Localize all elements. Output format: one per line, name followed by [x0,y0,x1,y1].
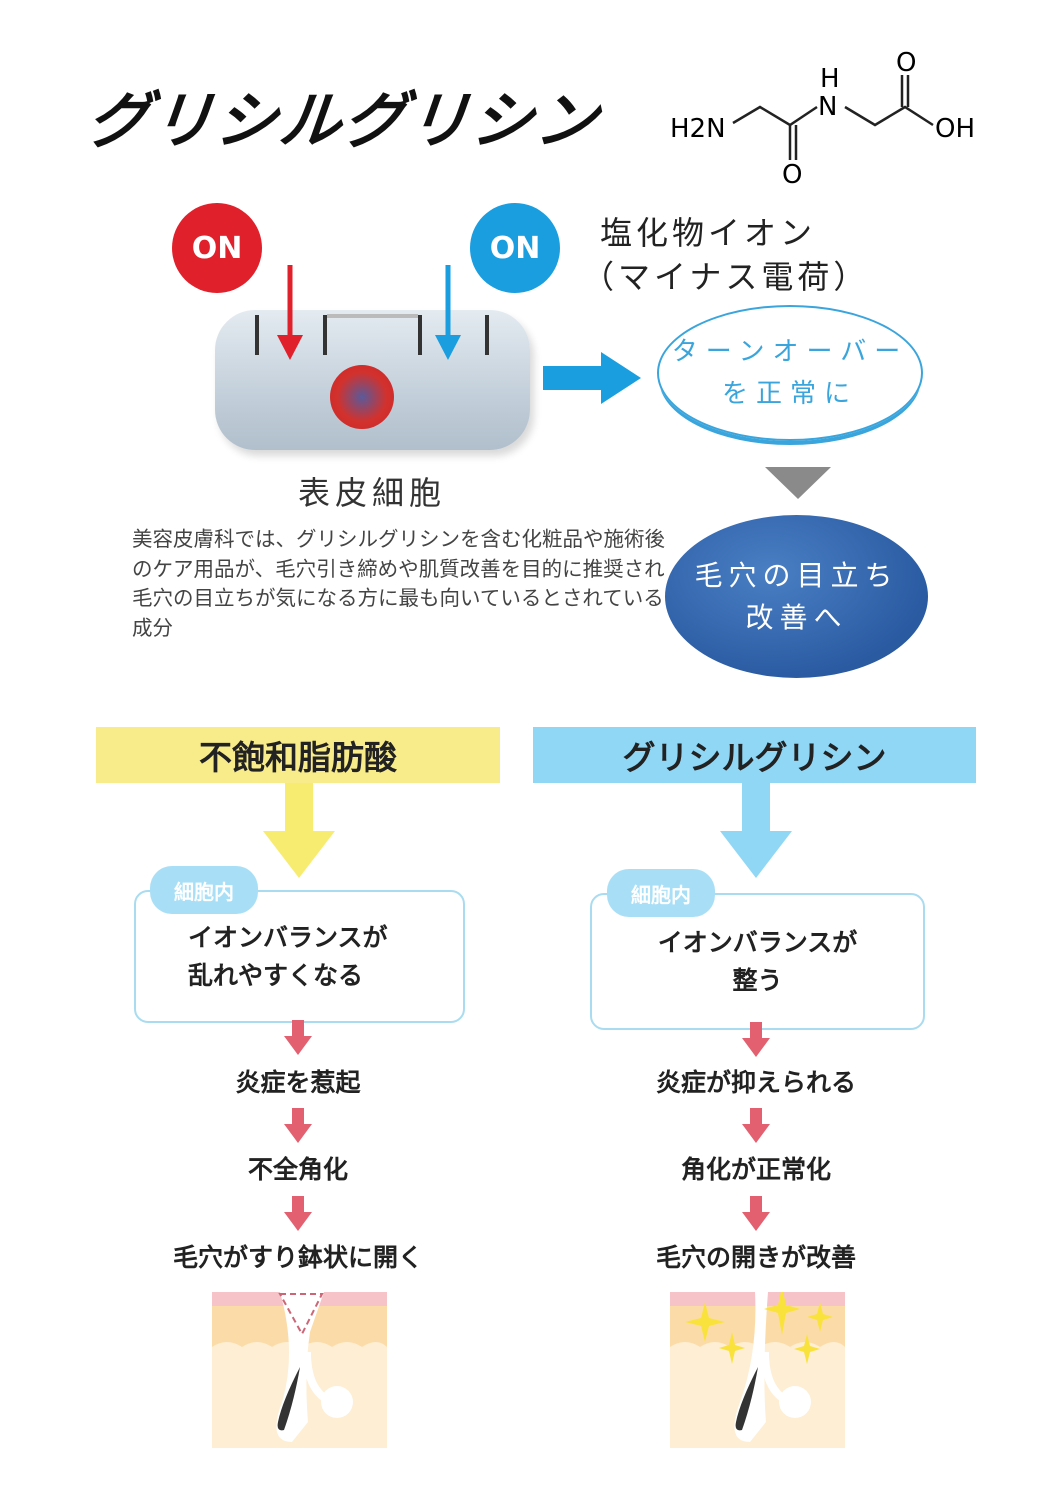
box-text: 乱れやすくなる [188,960,364,990]
on-bubble-red: ON [172,203,262,293]
turnover-oval: ターンオーバー を正常に [657,305,923,441]
yellow-down-arrow-icon [263,783,335,878]
box-text: イオンバランスが [657,927,858,957]
sparkle-icon [685,1292,833,1364]
ion-arrows [255,265,489,360]
description: 美容皮膚科では、グリシルグリシンを含む化粧品や施術後のケア用品が、毛穴引き締めや… [132,527,665,640]
title: グリシルグリシン [83,84,604,157]
cell-tag: 細胞内 [607,869,715,917]
cell-tag: 細胞内 [150,866,258,914]
result-ellipse: 毛穴の目立ち 改善へ [665,515,928,678]
step-arrow-icon [284,1020,312,1055]
left-step: 毛穴がすり鉢状に開く [172,1243,423,1272]
left-step: 炎症を惹起 [235,1068,361,1097]
result-text: 毛穴の目立ち [694,558,899,592]
header-glycylglycine: グリシルグリシン [533,727,976,783]
down-triangle-icon [765,467,831,499]
right-step: 炎症が抑えられる [655,1068,856,1097]
right-arrow-icon [543,352,641,404]
header-unsaturated-fatty-acid: 不飽和脂肪酸 [96,727,500,783]
step-arrows [284,1020,770,1231]
right-step: 角化が正常化 [680,1155,831,1184]
open-pore-illustration [212,1292,387,1448]
on-bubble-blue: ON [470,203,560,293]
nucleus [330,365,394,429]
box-text: イオンバランスが [188,922,388,952]
n-label: N [818,92,837,122]
box-text: 整う [732,965,783,995]
turnover-text: ターンオーバー [671,337,909,367]
step-arrow-icon [742,1196,770,1231]
glycylglycine-structure: H2N H N O O OH [670,48,975,190]
left-step: 不全角化 [247,1155,348,1184]
oh-label: OH [935,114,975,144]
blue-down-arrow-icon [720,783,792,878]
step-arrow-icon [284,1108,312,1143]
ion-label: 塩化物イオン [600,214,817,252]
improved-pore-illustration [670,1292,845,1448]
step-arrow-icon [742,1108,770,1143]
cell-label: 表皮細胞 [298,474,447,512]
o-label: O [896,48,916,78]
step-arrow-icon [284,1196,312,1231]
result-text: 改善へ [745,600,848,634]
amine-label: H2N [670,114,726,144]
charge-label: （マイナス電荷） [582,258,870,296]
right-step: 毛穴の開きが改善 [655,1243,856,1272]
turnover-text: を正常に [721,379,858,409]
h-label: H [820,64,840,94]
o-label: O [782,160,802,190]
